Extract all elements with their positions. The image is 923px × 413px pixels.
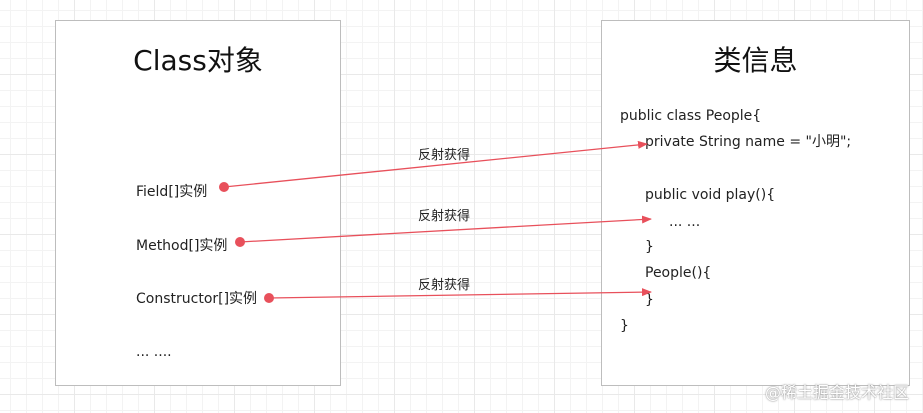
class-object-title: Class对象 — [133, 44, 263, 77]
code-line-method-play: public void play(){ — [645, 187, 776, 203]
code-line-field-name: private String name = "小明"; — [645, 134, 852, 150]
connector-constructor-label: 反射获得 — [418, 277, 470, 293]
class-object-box: Class对象 Field[]实例 Method[]实例 Constructor… — [55, 20, 341, 386]
connector-constructor-line — [268, 288, 652, 299]
class-info-title: 类信息 — [713, 44, 798, 77]
watermark: @稀土掘金技术社区 — [764, 383, 909, 402]
connector-method-start-dot — [235, 237, 245, 247]
code-line-method-close: } — [645, 239, 654, 255]
more-instances-ellipsis: ... .... — [136, 344, 172, 360]
connector-field-label: 反射获得 — [418, 147, 470, 163]
constructor-array-instance-label: Constructor[]实例 — [136, 291, 258, 307]
connector-constructor-start-dot — [264, 293, 274, 303]
connector-field-line — [223, 140, 648, 188]
connector-method-line — [239, 215, 652, 243]
connector-method-label: 反射获得 — [418, 208, 470, 224]
code-line-constructor-close: } — [645, 292, 654, 308]
code-line-constructor: People(){ — [645, 265, 712, 281]
field-array-instance-label: Field[]实例 — [136, 184, 208, 200]
code-line-method-body: ... ... — [669, 214, 701, 230]
class-info-box: 类信息 public class People{ private String … — [601, 20, 910, 386]
connector-constructor: 反射获得 — [264, 277, 652, 303]
connector-field: 反射获得 — [219, 140, 648, 192]
method-array-instance-label: Method[]实例 — [136, 238, 228, 254]
code-line-class-declaration: public class People{ — [620, 108, 762, 124]
code-line-class-close: } — [620, 318, 629, 334]
connector-method: 反射获得 — [235, 208, 652, 247]
connector-field-start-dot — [219, 182, 229, 192]
